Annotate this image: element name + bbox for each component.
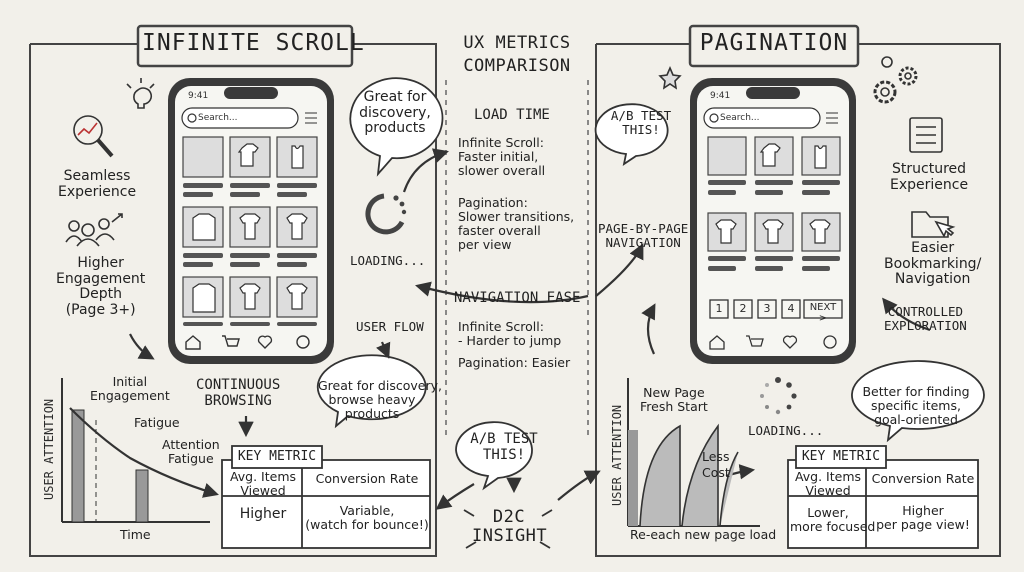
navigation-ease-heading: NAVIGATION EASE [454,290,581,306]
initial-engagement-label: Initial Engagement [90,374,170,403]
cost-label: Cost [702,465,730,480]
page-button-2[interactable]: 2 [739,302,747,315]
right-km-col2-head: Conversion Rate [871,471,975,486]
structured-label: Structured Experience [890,161,969,193]
center-title-1: UX METRICS [463,33,571,53]
attention-fatigue-label: Attention Fatigue [162,437,220,466]
right-km-col1-val: Lower, more focused [790,505,876,534]
controlled-exploration-label: CONTROLLED EXPLORATION [884,304,967,333]
right-ab-bubble-text: A/B TEST THIS! [610,108,672,137]
page-button-1[interactable]: 1 [715,302,723,315]
left-km-col2-val: Variable, (watch for bounce!) [305,503,429,532]
panel-borders [29,24,1001,557]
right-phone-time: 9:41 [710,91,731,101]
center-dividers [445,80,589,440]
engagement-label: Higher Engagement Depth (Page 3+) [56,255,146,319]
nav-infinite-text: Infinite Scroll: - Harder to jump [458,319,562,348]
new-page-label: New Page Fresh Start [640,385,708,414]
left-km-col1-head: Avg. Items Viewed [229,469,297,498]
seamless-label: Seamless Experience [58,168,137,200]
left-km-col2-head: Conversion Rate [315,471,419,486]
right-loading-label: LOADING... [748,423,824,438]
d2c-insight-label: D2C INSIGHT [472,507,548,547]
flow-arrows [129,148,931,510]
next-page-button[interactable]: NEXT > [809,302,837,324]
less-label: Less [702,449,730,464]
left-phone-search[interactable]: Search... [198,113,238,123]
right-attention-chart [627,378,760,527]
right-chart-ylabel: USER ATTENTION [610,404,624,506]
nav-pagination-text: Pagination: Easier [458,355,571,370]
right-key-metric-title: KEY METRIC [801,449,881,464]
right-chart-xlabel: Re-each new page load [630,527,777,542]
left-km-col1-val: Higher [239,506,287,522]
bookmarking-label: Easier Bookmarking/ Navigation [884,240,982,288]
center-title-2: COMPARISON [463,56,571,76]
d2c-burst [463,509,553,549]
left-icons [65,78,155,247]
right-title: PAGINATION [699,30,849,56]
page-button-3[interactable]: 3 [763,302,771,315]
key-metric-boxes [221,445,979,549]
center-ab-bubble-text: A/B TEST THIS! [470,431,538,463]
left-key-metric-title: KEY METRIC [237,449,317,464]
left-phone-time: 9:41 [188,91,209,101]
right-km-col1-head: Avg. Items Viewed [794,469,862,498]
page-by-page-label: PAGE-BY-PAGE NAVIGATION [598,221,689,250]
left-loading-label: LOADING... [350,253,426,268]
load-time-pagination: Pagination: Slower transitions, faster o… [458,195,575,252]
user-flow-label: USER FLOW [356,319,424,334]
bubble-discovery-text: Great for discovery, browse heavy produc… [318,378,442,421]
right-km-col2-val: Higher per page view! [876,503,970,532]
left-chart-xlabel: Time [120,527,151,542]
right-phone-search[interactable]: Search... [720,113,760,123]
loading-spinners [365,193,797,415]
left-phone [168,78,334,364]
left-chart-ylabel: USER ATTENTION [42,398,56,500]
left-title: INFINITE SCROLL [142,30,365,56]
right-phone [690,78,856,364]
page-button-4[interactable]: 4 [787,302,795,315]
continuous-browsing-label: CONTINUOUS BROWSING [196,377,281,409]
bubble-products-text: Great for discovery, products [359,89,431,137]
fatigue-label: Fatigue [134,415,180,430]
speech-bubbles [316,77,985,491]
left-attention-chart [61,378,219,523]
load-time-infinite: Infinite Scroll: Faster initial, slower … [458,135,546,178]
load-time-heading: LOAD TIME [474,107,550,123]
bubble-specific-text: Better for finding specific items, goal-… [862,384,970,427]
right-icons [658,56,956,238]
